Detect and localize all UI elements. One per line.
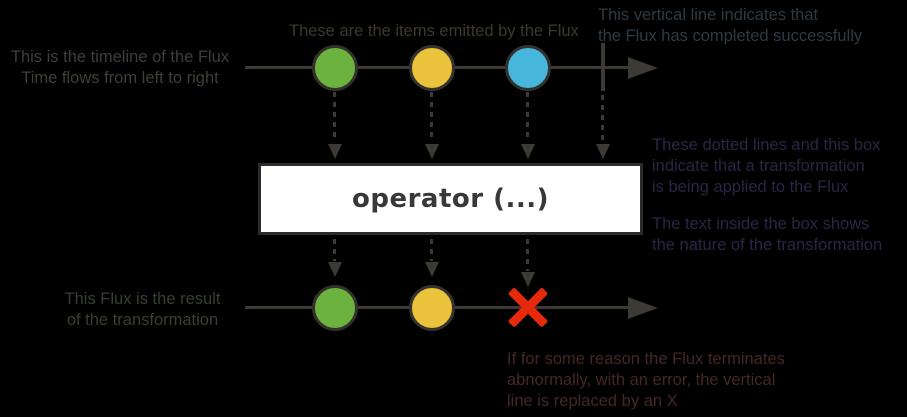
- annotation-line: line is replaced by an X: [507, 392, 678, 410]
- annotation-line: This vertical line indicates that: [598, 6, 819, 24]
- annotation-line: These dotted lines and this box: [652, 136, 881, 154]
- operator-label: operator (...): [351, 184, 550, 214]
- annotation-transformation: These dotted lines and this box indicate…: [652, 135, 880, 198]
- annotation-line: indicate that a transformation: [652, 157, 865, 175]
- connector-arrowhead-icon: [596, 144, 610, 159]
- transform-connector-in-4: [601, 95, 604, 142]
- transform-connector-out-2: [430, 239, 433, 261]
- annotation-completed: This vertical line indicates that the Fl…: [598, 5, 862, 47]
- annotation-line: abnormally, with an error, the vertical: [507, 371, 776, 389]
- error-x-mark: [504, 284, 552, 332]
- result-timeline-arrowhead-icon: [628, 297, 658, 319]
- annotation-line: is being applied to the Flux: [652, 178, 849, 196]
- transform-connector-in-1: [333, 92, 336, 142]
- annotation-items: These are the items emitted by the Flux: [289, 21, 579, 42]
- annotation-line: of the transformation: [66, 311, 219, 329]
- transform-connector-in-3: [526, 92, 529, 142]
- annotation-line: The text inside the box shows: [652, 215, 870, 233]
- result-marble-1: [312, 285, 358, 331]
- source-marble-3: [505, 45, 551, 91]
- connector-arrowhead-icon: [425, 144, 439, 159]
- annotation-line: If for some reason the Flux terminates: [507, 350, 785, 368]
- transform-connector-out-1: [333, 239, 336, 261]
- annotation-timeline: This is the timeline of the Flux Time fl…: [10, 47, 230, 89]
- source-marble-1: [312, 45, 358, 91]
- source-marble-2: [409, 45, 455, 91]
- annotation-error: If for some reason the Flux terminates a…: [507, 349, 785, 412]
- annotation-line: These are the items emitted by the Flux: [289, 22, 579, 40]
- source-timeline-arrowhead-icon: [628, 57, 658, 79]
- annotation-line: the nature of the transformation: [652, 236, 883, 254]
- annotation-line: This Flux is the result: [64, 290, 221, 308]
- result-marble-2: [409, 285, 455, 331]
- connector-arrowhead-icon: [328, 262, 342, 277]
- connector-arrowhead-icon: [328, 144, 342, 159]
- complete-signal-line: [601, 43, 605, 91]
- annotation-result: This Flux is the result of the transform…: [50, 289, 235, 331]
- connector-arrowhead-icon: [521, 272, 535, 287]
- annotation-box-text: The text inside the box shows the nature…: [652, 214, 882, 256]
- operator-box: operator (...): [258, 163, 643, 235]
- connector-arrowhead-icon: [521, 144, 535, 159]
- annotation-line: This is the timeline of the Flux: [10, 48, 230, 66]
- transform-connector-in-2: [430, 92, 433, 142]
- annotation-line: the Flux has completed successfully: [598, 27, 863, 45]
- annotation-line: Time flows from left to right: [21, 69, 219, 87]
- connector-arrowhead-icon: [425, 262, 439, 277]
- transform-connector-out-3: [526, 239, 529, 271]
